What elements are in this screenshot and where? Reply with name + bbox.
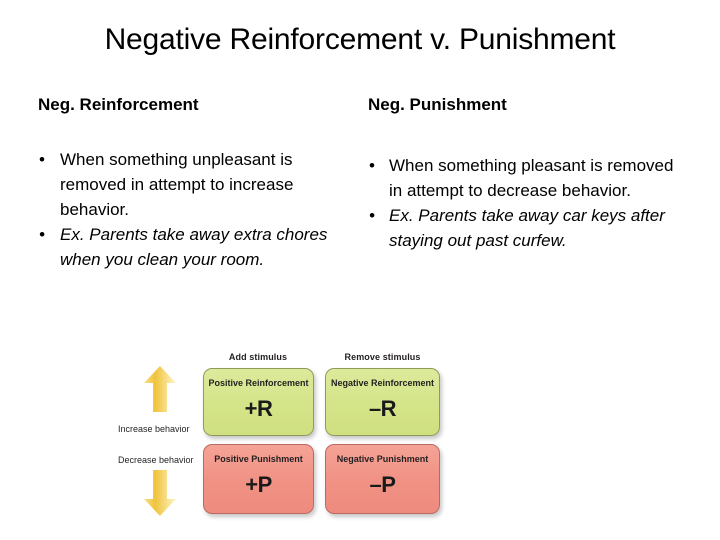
quadrant-symbol: +P xyxy=(245,472,272,497)
bullet-glyph-icon: • xyxy=(39,225,45,244)
bullet-list-right: • When something pleasant is removed in … xyxy=(366,153,676,253)
bullet-glyph-icon: • xyxy=(369,156,375,175)
operant-conditioning-diagram: Add stimulus Remove stimulus Increase be… xyxy=(118,340,448,530)
arrow-down-icon xyxy=(144,470,176,516)
list-item: • Ex. Parents take away car keys after s… xyxy=(366,203,676,253)
list-item-text: When something unpleasant is removed in … xyxy=(60,150,294,219)
list-item: • When something unpleasant is removed i… xyxy=(36,147,336,222)
list-item-text: When something pleasant is removed in at… xyxy=(389,156,674,200)
quadrant-positive-reinforcement: Positive Reinforcement +R xyxy=(203,368,314,436)
column-heading-left: Neg. Reinforcement xyxy=(38,95,199,114)
bullet-glyph-icon: • xyxy=(369,206,375,225)
column-neg-reinforcement: Neg. Reinforcement • When something unpl… xyxy=(36,94,336,272)
diagram-row-label-increase-behavior: Increase behavior xyxy=(118,424,190,434)
page-title: Negative Reinforcement v. Punishment xyxy=(104,23,616,56)
quadrant-label: Negative Reinforcement xyxy=(330,378,435,388)
list-item-text: Ex. Parents take away extra chores when … xyxy=(60,225,328,269)
bullet-glyph-icon: • xyxy=(39,150,45,169)
quadrant-negative-punishment: Negative Punishment –P xyxy=(325,444,440,514)
list-item: • Ex. Parents take away extra chores whe… xyxy=(36,222,336,272)
quadrant-positive-punishment: Positive Punishment +P xyxy=(203,444,314,514)
column-heading-right: Neg. Punishment xyxy=(368,95,507,114)
quadrant-label: Negative Punishment xyxy=(336,454,429,464)
column-neg-punishment: Neg. Punishment • When something pleasan… xyxy=(366,94,676,253)
quadrant-symbol: –R xyxy=(368,396,397,421)
diagram-column-header-remove-stimulus: Remove stimulus xyxy=(344,352,421,362)
list-item: • When something pleasant is removed in … xyxy=(366,153,676,203)
quadrant-symbol: –P xyxy=(369,472,396,497)
quadrant-symbol: +R xyxy=(244,396,273,421)
quadrant-negative-reinforcement: Negative Reinforcement –R xyxy=(325,368,440,436)
diagram-row-label-decrease-behavior: Decrease behavior xyxy=(118,455,194,465)
diagram-column-header-add-stimulus: Add stimulus xyxy=(228,352,288,362)
list-item-text: Ex. Parents take away car keys after sta… xyxy=(389,206,665,250)
bullet-list-left: • When something unpleasant is removed i… xyxy=(36,147,336,272)
quadrant-label: Positive Reinforcement xyxy=(208,378,309,388)
quadrant-label: Positive Punishment xyxy=(214,454,303,464)
arrow-up-icon xyxy=(144,366,176,412)
